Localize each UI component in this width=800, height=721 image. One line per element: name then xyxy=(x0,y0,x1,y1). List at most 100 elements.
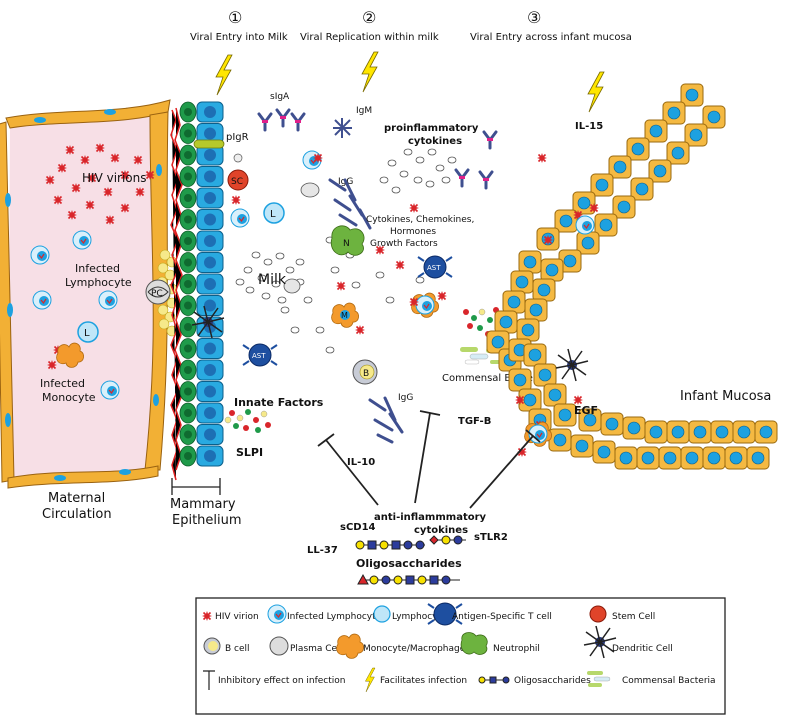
siga-antibodies xyxy=(257,108,498,190)
mucosal-epithelial-cell xyxy=(688,420,712,444)
mucosal-epithelial-cell xyxy=(644,420,668,444)
stlr2-label: sTLR2 xyxy=(474,532,508,543)
mucosal-epithelial-cell xyxy=(540,258,564,282)
mucosal-epithelial-cell xyxy=(666,420,690,444)
infected-monocyte-label-2: Monocyte xyxy=(42,391,96,404)
epithelial-basal-cell xyxy=(179,209,197,230)
epithelial-basal-cell xyxy=(179,295,197,316)
mucosal-epithelial-cell xyxy=(590,173,614,197)
legend-oligosaccharides: Oligosaccharides xyxy=(514,676,591,686)
stem-cell: SC xyxy=(227,169,249,191)
oligosaccharides-label: Oligosaccharides xyxy=(356,557,462,570)
dendritic-cell xyxy=(555,348,589,382)
epithelial-luminal-cell xyxy=(196,101,224,123)
svg-text:SC: SC xyxy=(231,177,243,187)
mucosal-epithelial-cell xyxy=(666,141,690,165)
anti-inflammatory-label-2: cytokines xyxy=(414,525,468,536)
epithelial-luminal-cell xyxy=(196,295,224,316)
cytokines-label-1: Cytokines, Chemokines, xyxy=(366,215,474,225)
mucosal-epithelial-cell xyxy=(548,428,572,452)
mucosal-epithelial-cell xyxy=(518,250,542,274)
mucosal-epithelial-cell xyxy=(724,446,748,470)
mucosal-epithelial-cell xyxy=(644,119,668,143)
mucosal-epithelial-cell xyxy=(553,403,577,427)
hiv-virions-label: HIV virions xyxy=(82,171,147,185)
epithelial-luminal-cell xyxy=(196,187,224,209)
inhibitory-arrows xyxy=(317,410,541,509)
legend: HIV virion Infected Lymphocyte Lymphocyt… xyxy=(195,597,726,715)
mucosal-epithelial-cell xyxy=(662,101,686,125)
lightning-bolt-icon xyxy=(215,54,233,96)
epithelial-basal-cell xyxy=(179,338,197,359)
mucosal-epithelial-cell xyxy=(636,446,660,470)
legend-b-cell: B cell xyxy=(225,644,250,654)
mucosal-epithelial-cell xyxy=(614,446,638,470)
mucosal-epithelial-cell xyxy=(594,213,618,237)
legend-facilitates: Facilitates infection xyxy=(380,676,467,686)
milk-label: Milk xyxy=(258,272,287,288)
innate-factors-label: Innate Factors xyxy=(234,396,324,409)
plasma-cell-icon xyxy=(269,636,289,656)
epithelial-luminal-cell xyxy=(196,445,224,467)
infected-lymphocyte-label-1: Infected xyxy=(75,262,120,275)
infected-lymphocyte-cell xyxy=(98,290,118,310)
mucosal-epithelial-cell xyxy=(543,383,567,407)
step-1-number: ① xyxy=(228,8,242,27)
infected-monocyte-label-1: Infected xyxy=(40,377,85,390)
infected-lymphocyte-cell xyxy=(575,215,595,235)
mucosal-epithelial-cell xyxy=(533,363,557,387)
svg-text:B: B xyxy=(363,369,369,379)
oligosaccharide-chain xyxy=(355,535,466,585)
epithelial-luminal-cell xyxy=(196,209,224,230)
legend-monocyte: Monocyte/Macrophage xyxy=(363,644,466,654)
svg-text:L: L xyxy=(270,209,276,220)
tgfb-label: TGF-B xyxy=(458,416,491,427)
svg-text:N: N xyxy=(343,239,350,249)
legend-plasma-cell: Plasma Cell xyxy=(290,644,342,654)
mucosal-epithelial-cell xyxy=(746,446,770,470)
infected-monocyte-cell xyxy=(411,292,440,318)
epithelial-luminal-cell xyxy=(196,273,224,295)
oligosaccharide-icon xyxy=(478,676,510,684)
mucosal-epithelial-cell xyxy=(630,177,654,201)
mucosal-epithelial-cell xyxy=(612,195,636,219)
milk-fat-globule-large xyxy=(300,182,320,198)
b-cell: B xyxy=(352,359,378,385)
igg-antibodies-top xyxy=(328,178,372,230)
infected-lymphocyte-cell xyxy=(32,290,52,310)
innate-factor-particles xyxy=(224,409,271,433)
epithelial-basal-cell xyxy=(179,101,197,123)
mucosal-epithelial-cell xyxy=(702,105,726,129)
infected-lymphocyte-cell xyxy=(100,380,120,400)
maternal-circulation-label-1: Maternal xyxy=(48,491,105,506)
mucosal-epithelial-cell xyxy=(532,278,556,302)
commensal-bacteria-label: Commensal Bacteria xyxy=(442,373,546,384)
mucosal-epithelial-cell xyxy=(732,420,756,444)
mucosal-epithelial-cell xyxy=(608,155,632,179)
infected-lymphocyte-cell xyxy=(230,208,250,228)
ll37-label: LL-37 xyxy=(307,545,338,556)
legend-neutrophil: Neutrophil xyxy=(493,644,540,654)
mucosal-epithelial-cell xyxy=(710,420,734,444)
legend-hiv-virion: HIV virion xyxy=(215,612,259,622)
svg-text:PC: PC xyxy=(151,289,163,299)
epithelial-basal-cell xyxy=(179,230,197,252)
hiv-virion-icon xyxy=(408,202,420,214)
epithelial-basal-cell xyxy=(179,424,197,445)
maternal-circulation-label-2: Circulation xyxy=(42,507,112,522)
endothelial-nuclei xyxy=(5,109,163,481)
epithelial-basal-cell xyxy=(179,166,197,187)
slpi-label: SLPI xyxy=(236,446,263,459)
commensal-bacteria-icon xyxy=(587,671,611,687)
step-2-label: Viral Replication within milk xyxy=(300,32,439,43)
scd14-label: sCD14 xyxy=(340,522,376,533)
mucosal-epithelial-cell xyxy=(510,270,534,294)
proinflammatory-label-2: cytokines xyxy=(408,136,462,147)
mucosal-epithelial-cell xyxy=(684,123,708,147)
mucosal-epithelial-cell xyxy=(570,434,594,458)
step-1-label: Viral Entry into Milk xyxy=(190,32,288,43)
epithelial-basal-cell xyxy=(179,402,197,424)
milk-fat-globule xyxy=(233,153,243,163)
monocyte-cell: M xyxy=(331,302,360,328)
